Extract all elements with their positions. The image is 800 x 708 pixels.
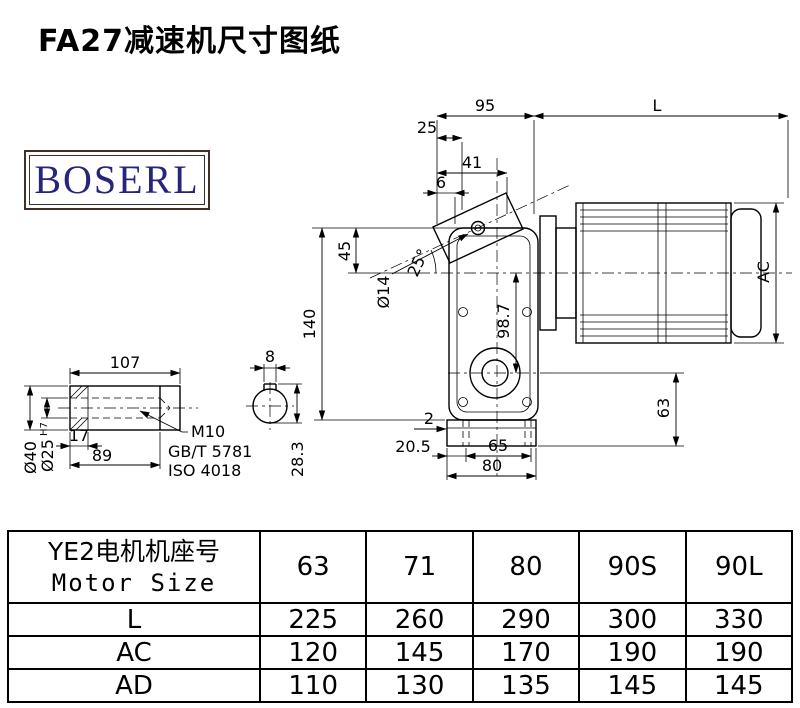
size-cell-80: 80 — [471, 530, 581, 604]
shaft-body — [69, 385, 181, 431]
gearbox-front-view — [432, 192, 539, 421]
dim-65: 65 — [488, 436, 508, 455]
page-title: FA27减速机尺寸图纸 — [38, 24, 342, 59]
fan-cover — [730, 208, 762, 338]
dim-95: 95 — [475, 96, 495, 115]
motor-size-header-cell: YE2电机机座号 Motor Size — [7, 530, 261, 604]
table-cell: 145 — [365, 635, 474, 670]
flange-bolt-hole — [470, 220, 486, 236]
dimension-table: YE2电机机座号 Motor Size 63 71 80 90S 90L L 2… — [7, 530, 794, 703]
dim-8: 8 — [265, 347, 275, 366]
table-cell: 290 — [471, 602, 581, 637]
size-cell-90l: 90L — [684, 530, 794, 604]
dim-45: 45 — [335, 241, 354, 261]
dim-dia25-tolerance: H7 — [39, 422, 50, 436]
size-cell-90s: 90S — [578, 530, 687, 604]
dim-dia40: Ø40 — [21, 441, 40, 474]
table-cell: 190 — [578, 635, 687, 670]
dim-63: 63 — [654, 398, 673, 418]
brand-logo-text: BOSERL — [34, 157, 200, 202]
dim-41: 41 — [462, 153, 482, 172]
table-cell: 120 — [258, 635, 368, 670]
note-m10: M10 — [191, 422, 225, 441]
table-row-L: L 225 260 290 300 330 — [7, 602, 794, 637]
table-cell: 145 — [684, 668, 794, 703]
table-cell: 225 — [258, 602, 368, 637]
table-cell: 300 — [578, 602, 687, 637]
motor-size-label-cn: YE2电机机座号 — [48, 537, 220, 567]
row-label-AC: AC — [7, 635, 261, 670]
dim-140: 140 — [300, 309, 319, 340]
table-cell: 135 — [471, 668, 581, 703]
motor-side-view — [539, 202, 762, 344]
dim-AC: AC — [754, 261, 773, 283]
table-cell: 145 — [578, 668, 687, 703]
output-boss — [469, 347, 521, 399]
dim-25: 25 — [417, 118, 437, 137]
dim-28-3: 28.3 — [288, 441, 307, 477]
table-cell: 190 — [684, 635, 794, 670]
table-row-AD: AD 110 130 135 145 145 — [7, 668, 794, 703]
centerlines — [58, 158, 792, 476]
dim-L: L — [653, 96, 662, 115]
brand-logo: BOSERL — [24, 150, 210, 210]
dim-80: 80 — [482, 456, 502, 475]
table-cell: 110 — [258, 668, 368, 703]
dim-17: 17 — [69, 426, 89, 445]
dim-6: 6 — [436, 173, 446, 192]
table-row-AC: AC 120 145 170 190 190 — [7, 635, 794, 670]
size-cell-71: 71 — [365, 530, 474, 604]
dim-107: 107 — [110, 353, 141, 372]
table-cell: 330 — [684, 602, 794, 637]
hollow-shaft-side-view — [69, 385, 181, 431]
note-iso-4018: ISO 4018 — [168, 461, 241, 480]
dimension-annotations: 95 L 25 41 6 45 140 Ø14 25° 98.7 AC — [21, 96, 789, 480]
dim-89: 89 — [92, 446, 112, 465]
table-header-row: YE2电机机座号 Motor Size 63 71 80 90S 90L — [7, 530, 794, 604]
dim-20-5: 20.5 — [395, 437, 431, 456]
table-cell: 130 — [365, 668, 474, 703]
table-cell: 170 — [471, 635, 581, 670]
note-gbt-5781: GB/T 5781 — [168, 442, 252, 461]
motor-size-label-en: Motor Size — [51, 568, 217, 597]
input-flange — [432, 192, 524, 264]
row-label-AD: AD — [7, 668, 261, 703]
dim-dia14: Ø14 — [374, 276, 393, 309]
table-cell: 260 — [365, 602, 474, 637]
dim-98-7: 98.7 — [494, 303, 513, 339]
row-label-L: L — [7, 602, 261, 637]
dimension-drawing: 95 L 25 41 6 45 140 Ø14 25° 98.7 AC — [21, 96, 792, 480]
dim-2: 2 — [424, 409, 434, 428]
size-cell-63: 63 — [258, 530, 368, 604]
dim-dia25: Ø25 — [38, 439, 57, 472]
mounting-foot — [446, 419, 537, 447]
